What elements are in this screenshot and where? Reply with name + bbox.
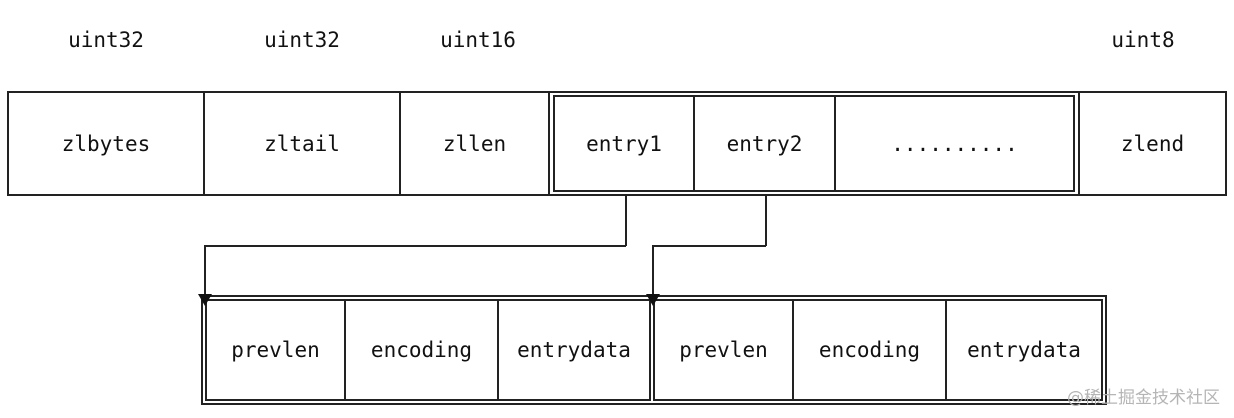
- ziplist-box: [7, 91, 1227, 196]
- entry-detail-inner-1: [205, 299, 651, 401]
- field-prevlen-1: prevlen: [231, 338, 320, 362]
- field-encoding-1: encoding: [370, 338, 473, 362]
- field-entrydata-2: entrydata: [967, 338, 1081, 362]
- cell-entry2: entry2: [726, 131, 803, 156]
- watermark: @稀土掘金技术社区: [1067, 388, 1220, 408]
- arrow-head-entry2: [646, 294, 660, 306]
- cell-entry1: entry1: [586, 131, 662, 156]
- type-label-zlbytes: uint32: [68, 28, 144, 52]
- type-label-zllen: uint16: [440, 28, 516, 52]
- cell-ellipsis: ..........: [891, 131, 1018, 156]
- type-label-zltail: uint32: [264, 28, 340, 52]
- connector-entry2: [652, 245, 766, 295]
- cell-zllen: zllen: [442, 131, 507, 156]
- connector-entry1: [204, 245, 626, 295]
- field-prevlen-2: prevlen: [679, 338, 768, 362]
- entries-group-box: [553, 95, 1075, 192]
- cell-zltail: zltail: [264, 131, 340, 156]
- field-encoding-2: encoding: [818, 338, 921, 362]
- entry-detail-inner-2: [653, 299, 1103, 401]
- field-entrydata-1: entrydata: [517, 338, 631, 362]
- type-label-zlend: uint8: [1111, 28, 1175, 52]
- cell-zlbytes: zlbytes: [61, 131, 151, 156]
- arrow-head-entry1: [198, 294, 212, 306]
- cell-zlend: zlend: [1120, 131, 1185, 156]
